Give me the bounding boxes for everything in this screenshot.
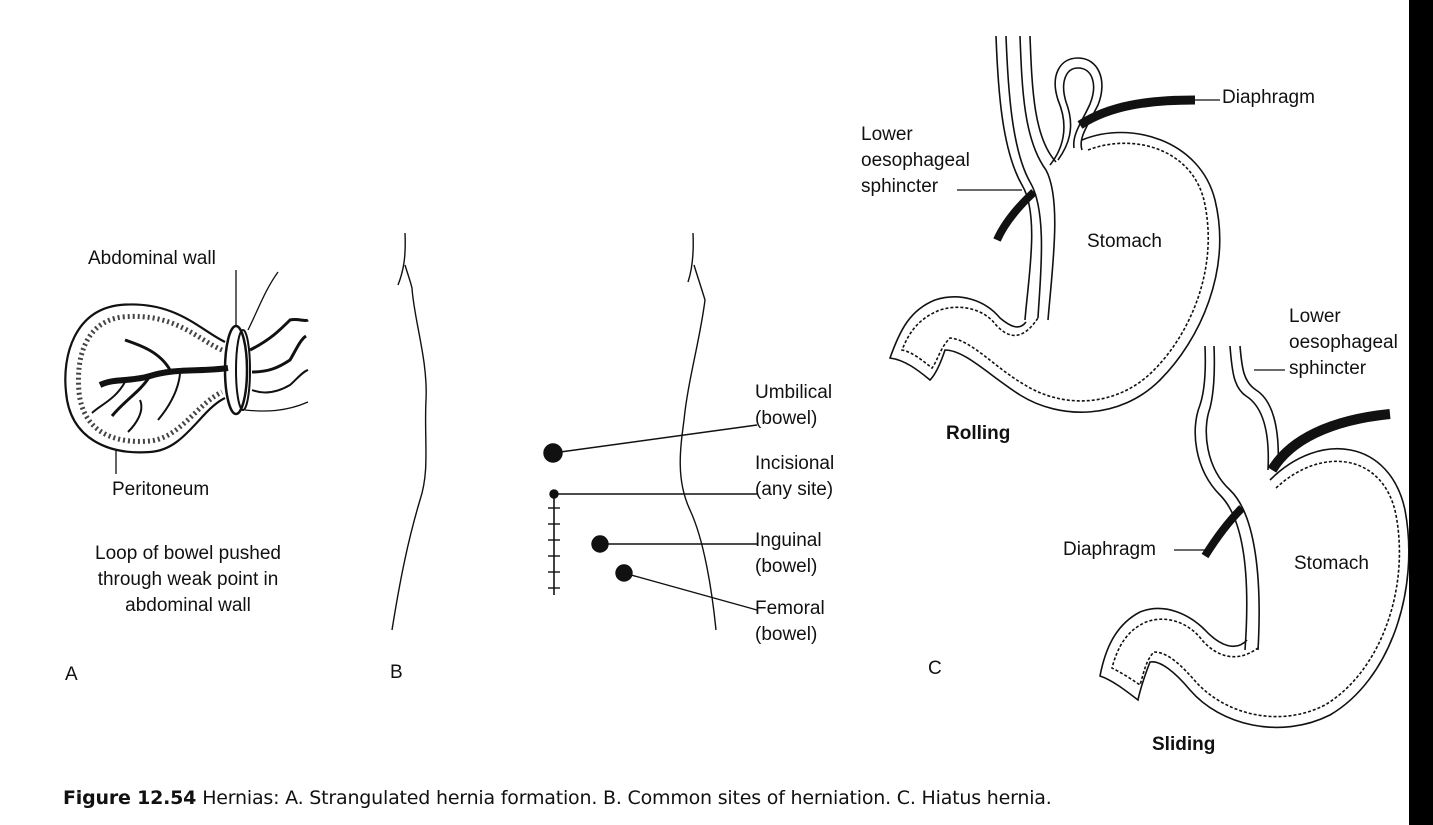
sphincter-line: sphincter (861, 176, 939, 197)
caption-text: Hernias: A. Strangulated hernia formatio… (202, 787, 1052, 809)
sliding-hiatus-hernia-drawing (1099, 345, 1410, 729)
site-name: Umbilical (755, 382, 833, 403)
incisional-label: Incisional (any site) (755, 451, 834, 503)
inguinal-label: Inguinal (bowel) (755, 528, 822, 580)
rolling-diaphragm-label: Diaphragm (1222, 87, 1315, 108)
description-line: through weak point in (97, 569, 279, 590)
sphincter-line: sphincter (1289, 358, 1367, 379)
site-detail: (bowel) (755, 556, 818, 577)
herniation-sites-drawing (391, 232, 758, 631)
description-line: abdominal wall (125, 595, 251, 616)
peritoneum-label: Peritoneum (112, 479, 210, 500)
sliding-title: Sliding (1152, 734, 1216, 755)
herniated-fundus (1049, 57, 1103, 166)
panel-c-letter: C (928, 658, 942, 679)
panel-b-letter: B (390, 662, 403, 683)
site-name: Inguinal (755, 530, 822, 551)
sliding-diaphragm (1267, 409, 1391, 473)
hernia-sac (64, 303, 226, 454)
abdominal-wall-label: Abdominal wall (88, 248, 216, 269)
site-detail: (bowel) (755, 624, 818, 645)
description-line: Loop of bowel pushed (95, 543, 281, 564)
panel-a-description: Loop of bowel pushed through weak point … (60, 541, 316, 619)
site-detail: (any site) (755, 479, 834, 500)
sphincter-line: oesophageal (861, 150, 970, 171)
sliding-stomach-label: Stomach (1294, 553, 1369, 574)
site-name: Femoral (755, 598, 825, 619)
sliding-diaphragm-label: Diaphragm (1063, 539, 1156, 560)
sphincter-line: oesophageal (1289, 332, 1398, 353)
strangulated-hernia-drawing (64, 270, 309, 474)
rolling-diaphragm (1077, 95, 1196, 129)
site-detail: (bowel) (755, 408, 818, 429)
figure-number: Figure 12.54 (63, 787, 197, 809)
sphincter-line: Lower (861, 124, 913, 145)
rolling-title: Rolling (946, 423, 1011, 444)
femoral-label: Femoral (bowel) (755, 596, 825, 648)
sliding-sphincter-label: Lower oesophageal sphincter (1289, 304, 1398, 382)
body-contour-left (391, 232, 427, 631)
peritoneum-lining (75, 313, 224, 444)
rolling-stomach (888, 131, 1221, 413)
panel-a-letter: A (65, 664, 78, 685)
rolling-hiatus-hernia-drawing (888, 35, 1221, 413)
umbilical-label: Umbilical (bowel) (755, 380, 832, 432)
sliding-stomach (1099, 448, 1410, 729)
bowel-vessel (98, 365, 229, 388)
sphincter-line: Lower (1289, 306, 1341, 327)
site-name: Incisional (755, 453, 835, 474)
rolling-sphincter-label: Lower oesophageal sphincter (861, 122, 970, 200)
rolling-stomach-label: Stomach (1087, 231, 1162, 252)
body-contour-right (679, 232, 717, 631)
scan-edge (1409, 0, 1433, 825)
